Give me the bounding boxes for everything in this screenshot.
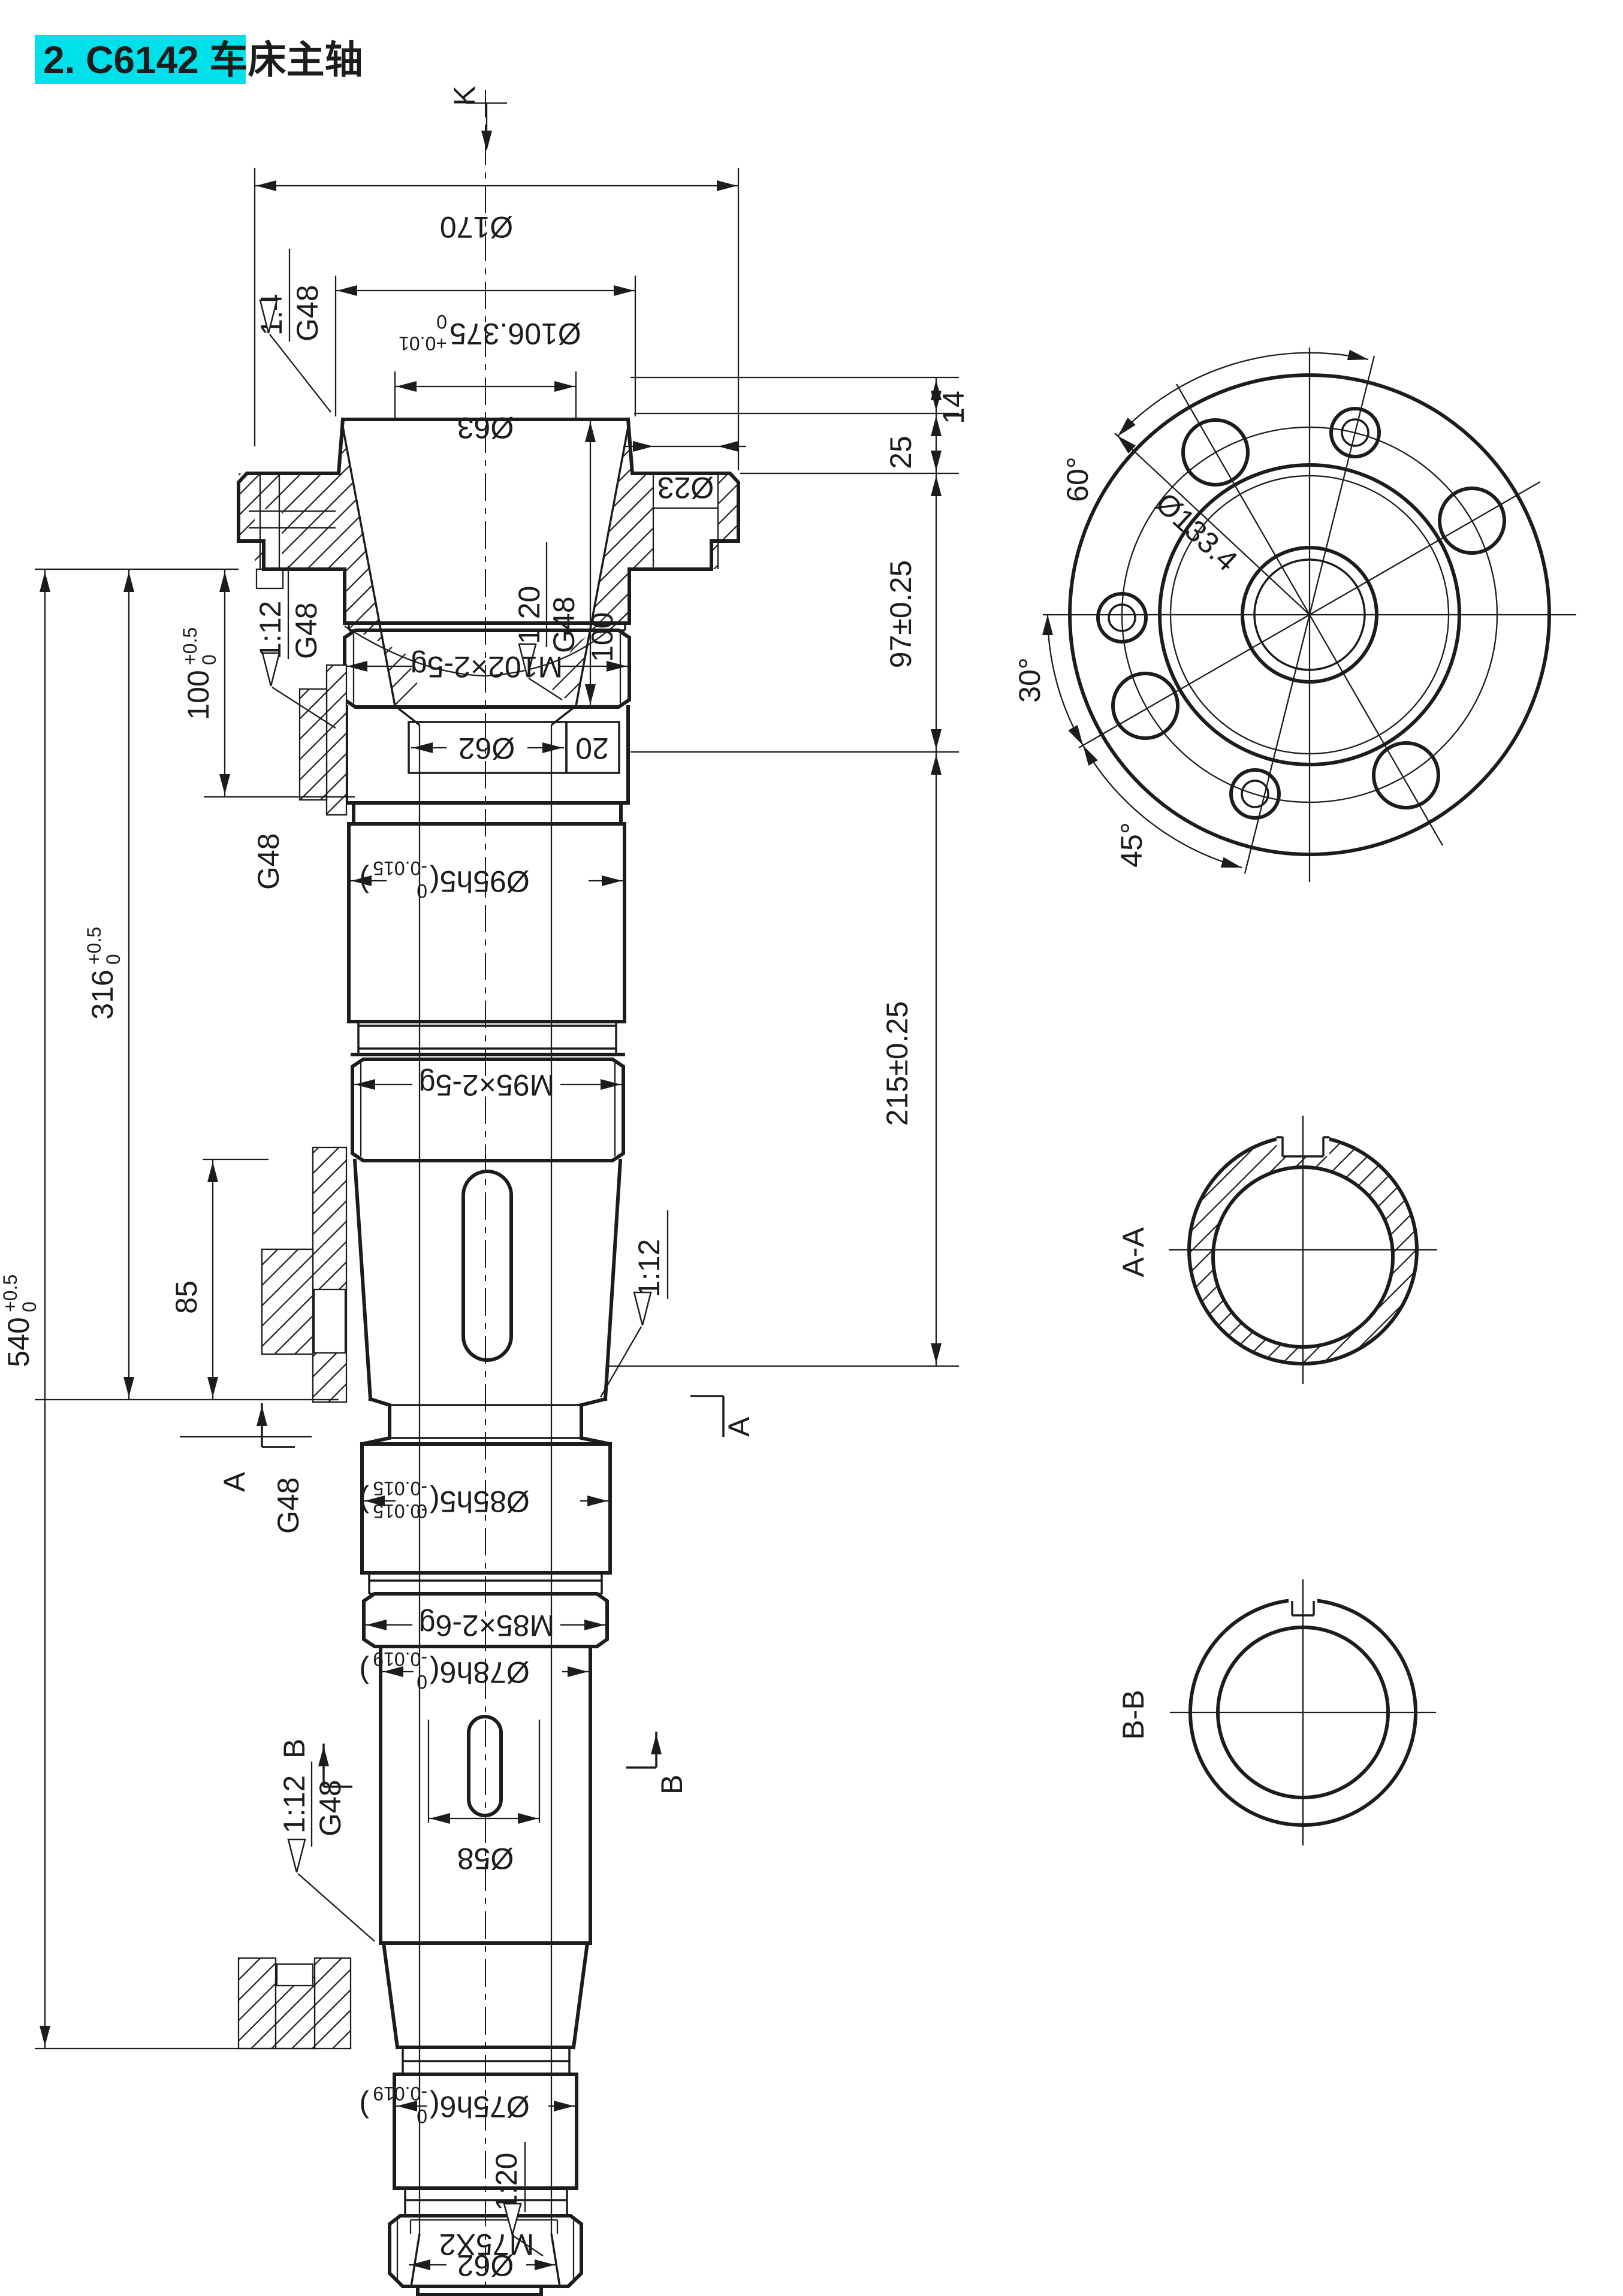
section-b-left-label: B (277, 1739, 311, 1759)
dim-d62-end: Ø62 (457, 2249, 514, 2282)
dim-len25: 25 (884, 436, 918, 469)
flange-front-view: Ø133.4 60° 30° 45° (1013, 348, 1576, 882)
svg-text:-0.015: -0.015 (373, 857, 427, 879)
dim-m95: M95×2-5g (419, 1068, 555, 1102)
svg-text:): ) (359, 1655, 369, 1689)
svg-text:): ) (359, 865, 369, 898)
dim-d58: Ø58 (457, 1842, 514, 1875)
svg-text:0: 0 (102, 954, 124, 965)
svg-text:Ø95h5(: Ø95h5( (430, 865, 530, 898)
note-g48-left: G48 (289, 602, 323, 659)
section-bb-view: B-B (1117, 1579, 1436, 1845)
svg-text:0: 0 (417, 1671, 427, 1693)
svg-text:0: 0 (417, 880, 427, 902)
dim-d63: Ø63 (457, 411, 514, 445)
note-taper-right: 1:12 (632, 1239, 666, 1297)
svg-text:Ø75h6(: Ø75h6( (430, 2090, 530, 2123)
dim-m85: M85×2-6g (419, 1609, 555, 1642)
note-taper-b: 1:12 (277, 1775, 311, 1833)
svg-text:540: 540 (2, 1317, 35, 1367)
title-text: 2. C6142 车床主轴 (43, 38, 363, 81)
svg-text:+0.5: +0.5 (179, 627, 201, 665)
svg-text:0: 0 (19, 1301, 40, 1312)
section-aa-label: A-A (1117, 1227, 1150, 1277)
dim-len97: 97±0.25 (884, 560, 918, 668)
dim-len85: 85 (170, 1280, 203, 1314)
section-bb-label: B-B (1117, 1690, 1150, 1739)
svg-text:0: 0 (417, 1500, 427, 1522)
section-aa-view: A-A (1117, 1116, 1437, 1384)
dim-deg60: 60° (1061, 457, 1094, 502)
svg-text:+0.01: +0.01 (399, 333, 447, 354)
dim-d85: Ø85h5( -0.015 0 -0.015 ) (359, 1478, 529, 1522)
svg-text:-0.015: -0.015 (373, 1478, 427, 1499)
note-g48-b: G48 (313, 1780, 347, 1836)
note-g48-bore: G48 (547, 596, 581, 653)
title-highlight (35, 35, 246, 84)
dim-d106: Ø106.375 +0.01 0 (399, 311, 581, 354)
dim-len316: 316 +0.5 0 (83, 927, 124, 1020)
svg-text:0: 0 (198, 654, 220, 665)
dim-d23: Ø23 (657, 471, 714, 504)
svg-text:316: 316 (86, 969, 119, 1019)
svg-text:): ) (359, 1485, 369, 1518)
dim-d62-key: Ø62 (458, 732, 515, 765)
svg-text:-0.015: -0.015 (373, 1500, 427, 1522)
note-taper-bore: 1:20 (512, 586, 546, 644)
svg-text:0: 0 (436, 311, 447, 333)
section-hatch-right (551, 421, 738, 706)
svg-text:-0.019: -0.019 (373, 1648, 427, 1670)
svg-text:): ) (359, 2090, 369, 2123)
dim-d170: Ø170 (440, 210, 513, 244)
dim-bolt-circle: Ø133.4 (1150, 486, 1244, 578)
svg-text:0: 0 (417, 2105, 427, 2127)
section-hatch-left (239, 421, 420, 706)
svg-text:Ø78h6(: Ø78h6( (430, 1655, 530, 1689)
dim-key-width: 20 (575, 732, 609, 765)
dim-deg45: 45° (1115, 822, 1148, 868)
flange-threaded-hole (1096, 407, 1381, 820)
dim-len215: 215±0.25 (880, 1001, 914, 1126)
dim-d95: Ø95h5( 0 -0.015 ) (359, 857, 529, 902)
dim-d78: Ø78h6( 0 -0.019 ) (359, 1648, 529, 1693)
dim-d75: Ø75h6( 0 -0.019 ) (359, 2083, 529, 2127)
main-shaft-view: K (0, 86, 970, 2296)
svg-text:100: 100 (182, 670, 215, 720)
svg-text:+0.5: +0.5 (83, 927, 105, 965)
note-g48-nose: G48 (291, 285, 324, 342)
section-b-right-label: B (655, 1775, 689, 1794)
note-taper-left: 1:12 (254, 601, 287, 659)
note-g48-95: G48 (252, 833, 285, 890)
dim-len100: 100 +0.5 0 (179, 627, 220, 720)
dim-len14: 14 (937, 391, 970, 424)
dim-len540: 540 +0.5 0 (0, 1274, 40, 1367)
section-a-left-label: A (218, 1472, 251, 1492)
svg-text:Ø106.375: Ø106.375 (450, 317, 581, 351)
svg-text:-0.019: -0.019 (373, 2083, 427, 2104)
svg-text:Ø85h5(: Ø85h5( (430, 1485, 530, 1518)
note-taper-end: 1:20 (490, 2153, 523, 2211)
note-g48-85: G48 (271, 1477, 305, 1534)
dim-m102: M102×2-5g (411, 650, 563, 684)
dim-deg30: 30° (1013, 657, 1046, 703)
svg-text:+0.5: +0.5 (0, 1274, 21, 1312)
dim-m75: M75X2 (439, 2228, 534, 2261)
dim-bore-depth: 100 (586, 612, 619, 662)
section-a-right-label: A (722, 1416, 756, 1437)
page-title: 2. C6142 车床主轴 (35, 35, 363, 84)
